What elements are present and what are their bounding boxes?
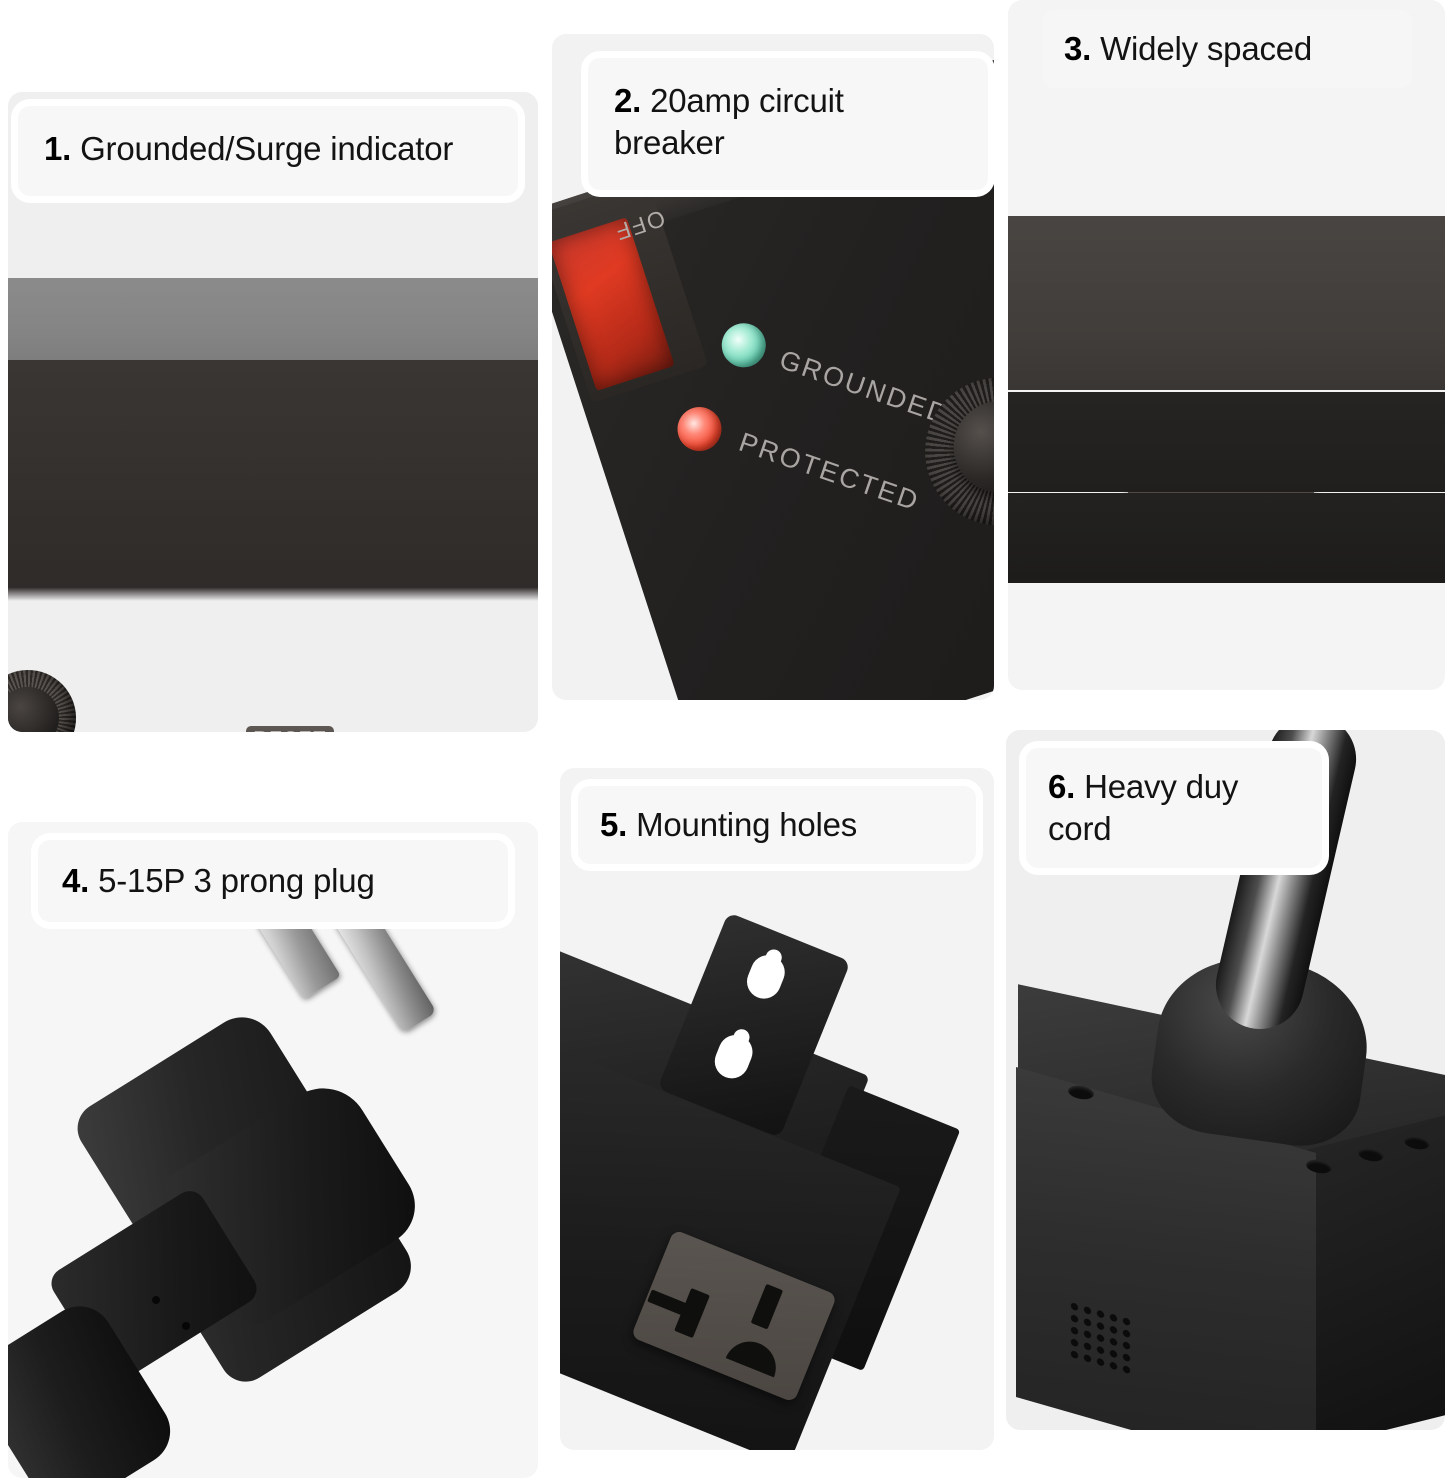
mounting-keyhole-icon [741,950,790,1004]
feature-label-card-6: 6. Heavy duy cord [1026,748,1322,869]
feature-label-card-3: 3. Widely spaced [1042,10,1412,89]
feature-label-3: 3. Widely spaced [1064,28,1390,70]
power-strip-face-panel-3 [1008,216,1445,554]
outlet-neutral-slot [750,1283,784,1330]
feature-number-3: 3. [1064,30,1092,67]
feature-label-4: 4. 5-15P 3 prong plug [62,860,484,902]
reset-label: RESET [246,728,334,732]
feature-label-card-1: 1. Grounded/Surge indicator [18,106,518,197]
power-strip-lower-band-2 [1008,493,1445,583]
feature-title-3: Widely spaced [1100,30,1313,67]
power-strip-top-band [8,278,538,360]
feature-title-1: Grounded/Surge indicator [80,130,454,167]
plug-screw-dot [152,1296,160,1304]
feature-panel-4 [8,822,538,1478]
feature-label-5: 5. Mounting holes [600,804,954,846]
feature-title-5: Mounting holes [636,806,858,843]
feature-number-5: 5. [600,806,628,843]
rocker-switch-cap [552,217,675,391]
feature-title-4: 5-15P 3 prong plug [98,862,375,899]
power-strip-face-panel-1: GROUNDED PROTECTED RESET OFF [8,360,538,732]
feature-label-card-2: 2. 20amp circuit breaker [588,58,988,191]
feature-label-1: 1. Grounded/Surge indicator [44,128,492,170]
feature-number-4: 4. [62,862,90,899]
grounded-led-icon [716,317,772,373]
reset-off-rocker-switch: RESET OFF [246,726,334,732]
feature-title-2: 20amp circuit breaker [614,82,844,162]
circuit-breaker-button [905,358,994,545]
knurled-knob-icon [8,670,76,732]
outlet-hot-t-slot [674,1287,710,1339]
feature-label-card-4: 4. 5-15P 3 prong plug [38,840,508,923]
feature-panel-5 [560,768,994,1450]
feature-number-6: 6. [1048,768,1076,805]
protected-led-icon [671,401,728,457]
grounded-label: GROUNDED [775,344,954,431]
mounting-keyhole-icon [709,1029,758,1084]
feature-panel-1: GROUNDED PROTECTED RESET OFF [8,92,538,732]
panel-1-shadow [8,587,538,601]
feature-number-1: 1. [44,130,72,167]
outlet-ground-slot [725,1333,784,1378]
feature-label-card-5: 5. Mounting holes [578,786,976,865]
feature-title-6: Heavy duy cord [1048,768,1239,848]
power-strip-lower-band-1 [1008,392,1445,492]
feature-number-2: 2. [614,82,642,119]
feature-label-6: 6. Heavy duy cord [1048,766,1300,850]
plug-screw-dot [182,1322,190,1330]
feature-panel-3 [1008,0,1445,690]
feature-label-2: 2. 20amp circuit breaker [614,80,962,164]
protected-label: PROTECTED [735,426,924,517]
